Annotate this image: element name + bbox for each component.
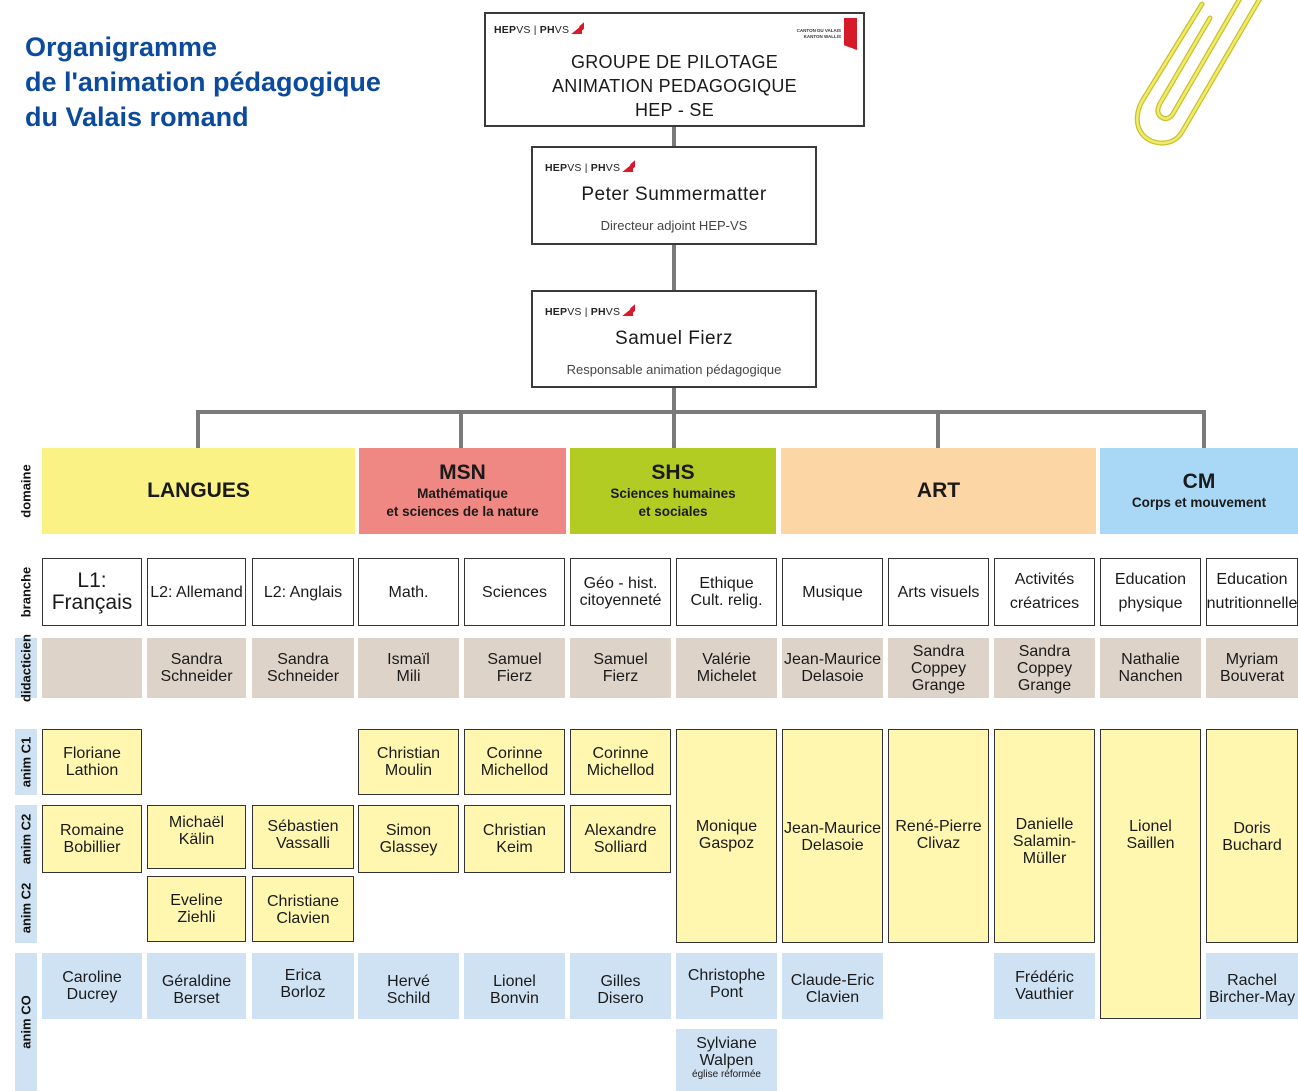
didacticien-cell xyxy=(42,638,142,698)
domain-cm: CM Corps et mouvement xyxy=(1100,448,1298,534)
branch-l2-anglais: L2: Anglais xyxy=(252,558,354,626)
domain-langues: LANGUES xyxy=(42,448,355,534)
row-label-didacticien: didacticien xyxy=(15,634,37,702)
connector xyxy=(459,410,463,448)
row-label-anim-c2: anim C2 xyxy=(15,805,37,873)
connector xyxy=(672,125,676,147)
connector xyxy=(672,244,676,291)
top-box-line-3: HEP - SE xyxy=(634,100,715,120)
responsable-role: Responsable animation pédagogique xyxy=(566,362,782,377)
title-line-1: Organigramme xyxy=(25,32,218,62)
title-line-3: du Valais romand xyxy=(25,102,249,132)
responsable-name: Samuel Fierz xyxy=(615,328,733,349)
director-box: HEPVS | PHVS Peter Summermatter Directeu… xyxy=(531,146,817,245)
page-title: Organigramme de l'animation pédagogique … xyxy=(25,30,465,135)
title-line-2: de l'animation pédagogique xyxy=(25,67,381,97)
hep-logo: HEPVS | PHVS xyxy=(494,22,585,36)
branch-sciences: Sciences xyxy=(464,558,565,626)
branch-math: Math. xyxy=(358,558,459,626)
branch-l2-allemand: L2: Allemand xyxy=(147,558,246,626)
branch-geo-hist: Géo - hist.citoyenneté xyxy=(570,558,671,626)
connector xyxy=(1202,410,1206,448)
branch-l1-francais: L1: Français xyxy=(42,558,142,626)
director-role: Directeur adjoint HEP-VS xyxy=(600,218,748,233)
row-label-domaine: domaine xyxy=(18,464,34,518)
row-label-anim-c1: anim C1 xyxy=(15,729,37,795)
connector xyxy=(672,387,676,412)
top-box-line-2: ANIMATION PEDAGOGIQUE xyxy=(552,76,797,96)
responsable-box: HEPVS | PHVS Samuel Fierz Responsable an… xyxy=(531,290,817,388)
hep-logo: HEPVS | PHVS xyxy=(545,304,636,318)
paperclip-icon xyxy=(1134,0,1262,146)
row-label-anim-co: anim CO xyxy=(15,953,37,1091)
row-label-branche: branche xyxy=(18,566,34,618)
branch-arts-visuels: Arts visuels xyxy=(888,558,989,626)
row-label-anim-c2: anim C2 xyxy=(15,873,37,943)
connector xyxy=(936,410,940,448)
anim-co-extra-note: église réformée xyxy=(692,1069,761,1080)
hep-logo: HEPVS | PHVS xyxy=(545,160,636,174)
domain-shs: SHS Sciences humaines et sociales xyxy=(570,448,776,534)
domain-art: ART xyxy=(781,448,1096,534)
connector xyxy=(196,410,200,448)
connector xyxy=(196,410,1206,414)
director-name: Peter Summermatter xyxy=(581,184,767,205)
domain-msn: MSN Mathématique et sciences de la natur… xyxy=(359,448,566,534)
connector xyxy=(672,410,676,448)
branch-musique: Musique xyxy=(782,558,883,626)
top-box-line-1: GROUPE DE PILOTAGE xyxy=(570,52,779,72)
